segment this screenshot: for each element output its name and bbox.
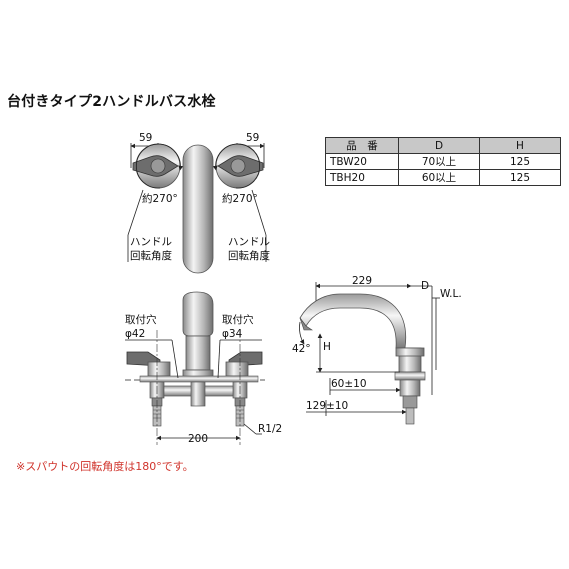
table-row: TBH20 60以上 125 [325,169,561,186]
drawing-title: 台付きタイプ2ハンドルバス水栓 [7,94,216,110]
spout-top-view [182,144,214,274]
angle-right: 約270° [222,192,258,205]
cell-model: TBW20 [325,153,399,170]
hole-left-size: φ42 [125,328,145,340]
spout-body [185,335,211,371]
dim-pitch: 200 [188,433,208,445]
label-left-handle: ハンドル [130,236,172,248]
footnote: ※スパウトの回転角度は180°です。 [16,460,194,473]
spout-angle: 42° [292,343,311,355]
dim-129: 129±10 [306,400,348,412]
cell-model: TBH20 [325,169,399,186]
cell-d: 70以上 [398,153,480,170]
top-view: 59 59 約270° 約270° ハンドル 回転角度 ハンドル 回転角度 [127,132,270,274]
front-view: 取付穴 φ42 取付穴 φ34 200 R1/2 [125,291,282,445]
label-right-rotation: 回転角度 [228,249,270,262]
dim-59-right: 59 [246,132,259,144]
dim-59-left: 59 [139,132,152,144]
cell-d: 60以上 [398,169,480,186]
label-h: H [323,341,331,353]
thread-size: R1/2 [258,423,282,435]
cell-h: 125 [479,169,561,186]
label-right-handle: ハンドル [228,236,270,248]
spec-table: 品 番 D H TBW20 70以上 125 TBH20 60以上 125 [325,137,561,186]
hole-right-label: 取付穴 [222,313,254,326]
label-water-line: W.L. [440,288,462,300]
table-row: TBW20 70以上 125 [325,153,561,170]
hole-left-label: 取付穴 [125,313,157,326]
label-left-rotation: 回転角度 [130,249,172,262]
angle-left: 約270° [142,192,178,205]
header-h: H [479,137,561,154]
dim-60: 60±10 [331,378,367,390]
header-model: 品 番 [325,137,399,154]
hole-right-size: φ34 [222,328,243,340]
side-view: 229 D W.L. 42° H 60±10 129±10 [292,275,462,425]
dim-reach: 229 [352,275,372,287]
header-d: D [398,137,480,154]
spout-side-view [299,293,407,349]
spout-head [182,291,214,337]
table-header-row: 品 番 D H [325,137,561,154]
